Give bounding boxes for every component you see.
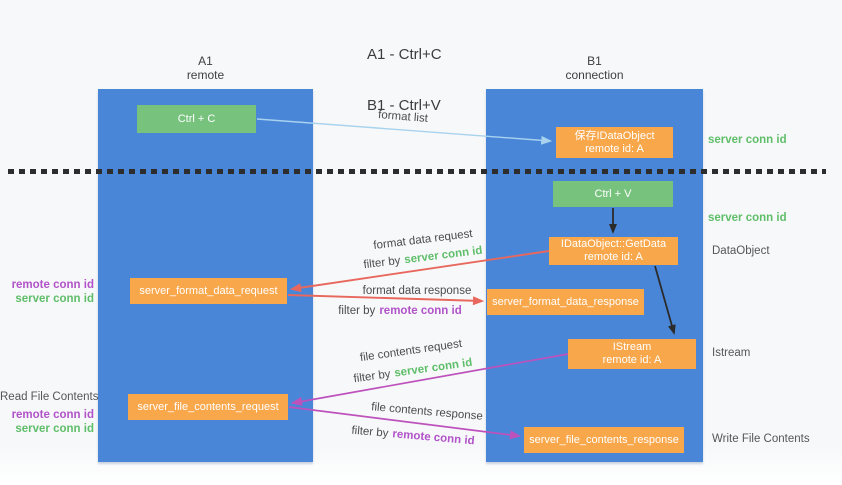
column-header-b1: B1 connection (486, 54, 703, 82)
filter-by-text: filter by (338, 305, 376, 317)
right-label-write-file-contents: Write File Contents (712, 433, 810, 445)
left-label-remote-conn-id-1: remote conn id (11, 279, 94, 291)
server-conn-id-text: server conn id (403, 244, 484, 267)
left-label-read-file-contents: Read File Contents (0, 391, 99, 403)
node-server-file-contents-request: server_file_contents_request (128, 394, 288, 420)
right-label-istream: Istream (712, 347, 751, 359)
node-getdata-line1: IDataObject::GetData (560, 238, 667, 250)
node-ctrl-c-label: Ctrl + C (177, 112, 216, 125)
node-istream-line2: remote id: A (602, 354, 662, 366)
diagram-title: A1 - Ctrl+C B1 - Ctrl+V (367, 12, 442, 131)
node-format-response-label: server_format_data_response (492, 295, 639, 308)
node-ctrl-v: Ctrl + V (553, 181, 673, 207)
node-save-idataobject-line2: remote id: A (585, 142, 644, 155)
column-b1-subtitle: connection (565, 68, 624, 82)
node-server-file-contents-response: server_file_contents_response (524, 427, 684, 453)
left-label-remote-conn-id-2: remote conn id (11, 409, 94, 421)
right-label-server-conn-id-mid: server conn id (708, 212, 787, 224)
label-file-contents-response: file contents response (370, 401, 484, 423)
left-label-server-conn-id-2: server conn id (15, 423, 94, 435)
node-save-idataobject-line1: 保存IDataObject (574, 129, 655, 142)
node-istream-line1: IStream (612, 341, 652, 353)
remote-conn-id-text: remote conn id (379, 305, 462, 317)
column-b1-name: B1 (587, 54, 602, 68)
right-label-server-conn-id-top: server conn id (708, 134, 787, 146)
remote-conn-id-text: remote conn id (391, 428, 476, 448)
node-file-request-label: server_file_contents_request (137, 400, 279, 413)
node-server-format-data-response: server_format_data_response (487, 289, 644, 315)
column-a1-subtitle: remote (186, 68, 225, 82)
dashed-divider (8, 169, 826, 174)
left-label-server-conn-id-1: server conn id (15, 293, 94, 305)
label-format-data-response: format data response (362, 285, 472, 297)
right-label-dataobject: DataObject (712, 245, 770, 257)
node-istream: IStream remote id: A (568, 339, 696, 369)
node-ctrl-v-label: Ctrl + V (594, 187, 632, 200)
filter-by-text: filter by (352, 368, 392, 386)
node-getdata-line2: remote id: A (584, 251, 643, 263)
column-header-a1: A1 remote (98, 54, 313, 82)
server-conn-id-text: server conn id (393, 356, 474, 380)
title-line-2: B1 - Ctrl+V (367, 97, 441, 114)
filter-by-text: filter by (350, 424, 389, 440)
node-server-format-data-request: server_format_data_request (130, 278, 287, 304)
column-a1-name: A1 (198, 54, 213, 68)
title-line-1: A1 - Ctrl+C (367, 46, 442, 63)
node-idataobject-getdata: IDataObject::GetData remote id: A (549, 237, 678, 265)
filter-by-text: filter by (362, 254, 402, 272)
node-ctrl-c: Ctrl + C (137, 105, 256, 133)
node-file-response-label: server_file_contents_response (529, 433, 679, 446)
node-save-idataobject: 保存IDataObject remote id: A (556, 127, 673, 158)
node-format-request-label: server_format_data_request (139, 284, 278, 297)
